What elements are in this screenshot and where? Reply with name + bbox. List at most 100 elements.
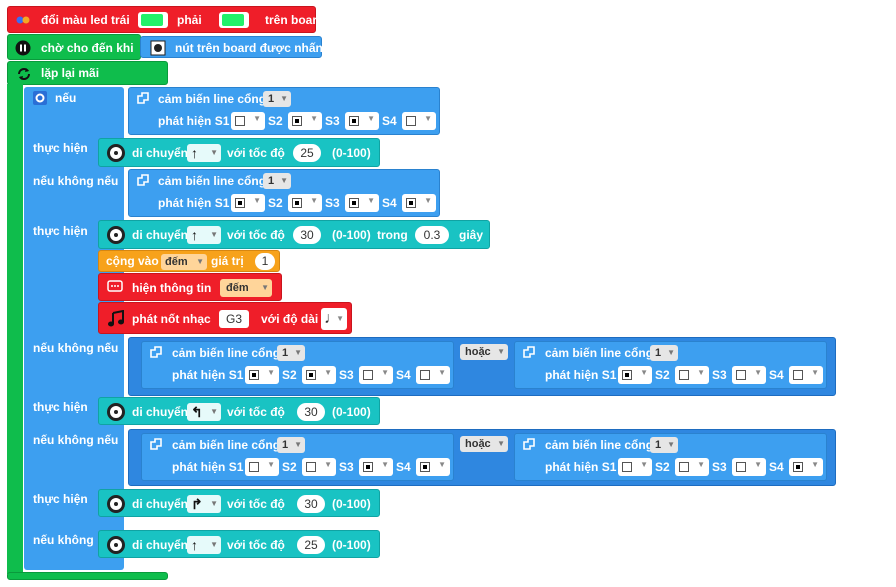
s4-state-dropdown[interactable]: ▼ bbox=[789, 458, 823, 476]
note-input[interactable]: G3 bbox=[219, 310, 249, 328]
play-note-label: phát nốt nhạc bbox=[132, 312, 211, 326]
or-dropdown[interactable]: hoặc▼ bbox=[460, 436, 508, 452]
speed-input[interactable]: 30 bbox=[293, 226, 321, 244]
sensor-label: cảm biến line cổng bbox=[158, 174, 267, 188]
s1-state-dropdown[interactable]: ▼ bbox=[231, 112, 265, 130]
move-label: di chuyển bbox=[132, 405, 189, 419]
move-label: di chuyển bbox=[132, 228, 189, 242]
s1-state-dropdown[interactable]: ▼ bbox=[245, 458, 279, 476]
port-dropdown[interactable]: 1▼ bbox=[650, 437, 678, 453]
speed-input[interactable]: 25 bbox=[297, 536, 325, 554]
play-note-block[interactable]: phát nốt nhạc G3 với độ dài ♩▼ bbox=[98, 302, 352, 334]
s3-state-dropdown[interactable]: ▼ bbox=[359, 458, 393, 476]
detect-label: phát hiện S1 bbox=[172, 460, 244, 474]
line-sensor-block[interactable]: cảm biến line cổng 1▼ phát hiện S1 ▼ S2 … bbox=[128, 87, 440, 135]
speed-label: với tốc độ bbox=[227, 497, 285, 511]
pause-icon bbox=[15, 40, 31, 56]
port-dropdown[interactable]: 1▼ bbox=[277, 437, 305, 453]
move-block[interactable]: di chuyển ↑▼ với tốc độ 25 (0-100) bbox=[98, 530, 380, 558]
line-sensor-block[interactable]: cảm biến line cổng 1▼ phát hiện S1 ▼ S2 … bbox=[514, 433, 827, 481]
move-block[interactable]: di chuyển ↰▼ với tốc độ 30 (0-100) bbox=[98, 397, 380, 425]
move-block[interactable]: di chuyển ↱▼ với tốc độ 30 (0-100) bbox=[98, 489, 380, 517]
s4-state-dropdown[interactable]: ▼ bbox=[402, 112, 436, 130]
s2-state-dropdown[interactable]: ▼ bbox=[288, 112, 322, 130]
show-info-block[interactable]: hiện thông tin đếm▼ bbox=[98, 273, 282, 301]
line-sensor-block[interactable]: cảm biến line cổng 1▼ phát hiện S1 ▼ S2 … bbox=[141, 341, 454, 389]
s1-state-dropdown[interactable]: ▼ bbox=[231, 194, 265, 212]
s4-state-dropdown[interactable]: ▼ bbox=[789, 366, 823, 384]
variable-dropdown[interactable]: đếm▼ bbox=[220, 279, 272, 297]
direction-dropdown[interactable]: ↰▼ bbox=[187, 403, 221, 421]
speed-input[interactable]: 30 bbox=[297, 403, 325, 421]
wait-until-block[interactable]: chờ cho đến khi bbox=[7, 34, 141, 60]
line-sensor-icon bbox=[149, 345, 163, 359]
range-label: (0-100) bbox=[332, 538, 371, 552]
move-timed-block[interactable]: di chuyển ↑▼ với tốc độ 30 (0-100) trong… bbox=[98, 220, 490, 249]
time-input[interactable]: 0.3 bbox=[415, 226, 449, 244]
s1-state-dropdown[interactable]: ▼ bbox=[245, 366, 279, 384]
port-dropdown[interactable]: 1▼ bbox=[263, 91, 291, 107]
s3-state-dropdown[interactable]: ▼ bbox=[345, 112, 379, 130]
s2-state-dropdown[interactable]: ▼ bbox=[302, 458, 336, 476]
value-label: giá trị bbox=[211, 254, 244, 268]
move-block[interactable]: di chuyển ↑▼ với tốc độ 25 (0-100) bbox=[98, 138, 380, 167]
s3-label: S3 bbox=[325, 114, 340, 128]
speed-input[interactable]: 25 bbox=[293, 144, 321, 162]
duration-dropdown[interactable]: ♩▼ bbox=[321, 308, 347, 330]
gear-icon bbox=[33, 91, 47, 105]
s3-state-dropdown[interactable]: ▼ bbox=[732, 458, 766, 476]
line-sensor-icon bbox=[522, 437, 536, 451]
s3-label: S3 bbox=[339, 368, 354, 382]
s4-state-dropdown[interactable]: ▼ bbox=[416, 458, 450, 476]
loop-icon bbox=[16, 66, 32, 82]
add-value-input[interactable]: 1 bbox=[255, 253, 275, 270]
speed-label: với tốc độ bbox=[227, 538, 285, 552]
line-sensor-block[interactable]: cảm biến line cổng 1▼ phát hiện S1 ▼ S2 … bbox=[128, 169, 440, 217]
s1-state-dropdown[interactable]: ▼ bbox=[618, 458, 652, 476]
port-dropdown[interactable]: 1▼ bbox=[263, 173, 291, 189]
s4-label: S4 bbox=[382, 196, 397, 210]
port-dropdown[interactable]: 1▼ bbox=[650, 345, 678, 361]
button-pressed-block[interactable]: nút trên board được nhấn bbox=[140, 36, 323, 58]
line-sensor-block[interactable]: cảm biến line cổng 1▼ phát hiện S1 ▼ S2 … bbox=[514, 341, 827, 389]
s4-label: S4 bbox=[769, 368, 784, 382]
or-dropdown[interactable]: hoặc▼ bbox=[460, 344, 508, 360]
s3-state-dropdown[interactable]: ▼ bbox=[732, 366, 766, 384]
s2-label: S2 bbox=[268, 114, 283, 128]
within-label: trong bbox=[377, 228, 408, 242]
line-sensor-icon bbox=[522, 345, 536, 359]
s2-state-dropdown[interactable]: ▼ bbox=[288, 194, 322, 212]
speed-input[interactable]: 30 bbox=[297, 495, 325, 513]
s4-state-dropdown[interactable]: ▼ bbox=[416, 366, 450, 384]
forever-label: lặp lại mãi bbox=[41, 66, 100, 80]
direction-dropdown[interactable]: ↑▼ bbox=[187, 226, 221, 244]
motor-icon bbox=[107, 403, 125, 421]
s4-state-dropdown[interactable]: ▼ bbox=[402, 194, 436, 212]
s1-state-dropdown[interactable]: ▼ bbox=[618, 366, 652, 384]
s2-state-dropdown[interactable]: ▼ bbox=[675, 366, 709, 384]
direction-dropdown[interactable]: ↑▼ bbox=[187, 536, 221, 554]
s3-state-dropdown[interactable]: ▼ bbox=[359, 366, 393, 384]
led-icon bbox=[16, 14, 30, 26]
led-color-block[interactable]: đổi màu led trái phải trên board bbox=[7, 6, 324, 33]
direction-dropdown[interactable]: ↱▼ bbox=[187, 495, 221, 513]
s2-state-dropdown[interactable]: ▼ bbox=[675, 458, 709, 476]
s2-label: S2 bbox=[282, 368, 297, 382]
s3-state-dropdown[interactable]: ▼ bbox=[345, 194, 379, 212]
add-label: cộng vào bbox=[106, 254, 159, 268]
left-led-color-picker[interactable] bbox=[138, 12, 168, 28]
direction-dropdown[interactable]: ↑▼ bbox=[187, 144, 221, 162]
s2-state-dropdown[interactable]: ▼ bbox=[302, 366, 336, 384]
speed-label: với tốc độ bbox=[227, 146, 285, 160]
line-sensor-icon bbox=[149, 437, 163, 451]
forever-block[interactable]: lặp lại mãi bbox=[7, 61, 168, 85]
range-label: (0-100) bbox=[332, 146, 371, 160]
s4-label: S4 bbox=[396, 460, 411, 474]
change-variable-block[interactable]: cộng vào đếm▼ giá trị 1 bbox=[98, 250, 280, 272]
line-sensor-block[interactable]: cảm biến line cổng 1▼ phát hiện S1 ▼ S2 … bbox=[141, 433, 454, 481]
variable-dropdown[interactable]: đếm▼ bbox=[161, 254, 207, 270]
right-led-color-picker[interactable] bbox=[219, 12, 249, 28]
duration-label: với độ dài bbox=[261, 312, 319, 326]
motor-icon bbox=[107, 536, 125, 554]
port-dropdown[interactable]: 1▼ bbox=[277, 345, 305, 361]
